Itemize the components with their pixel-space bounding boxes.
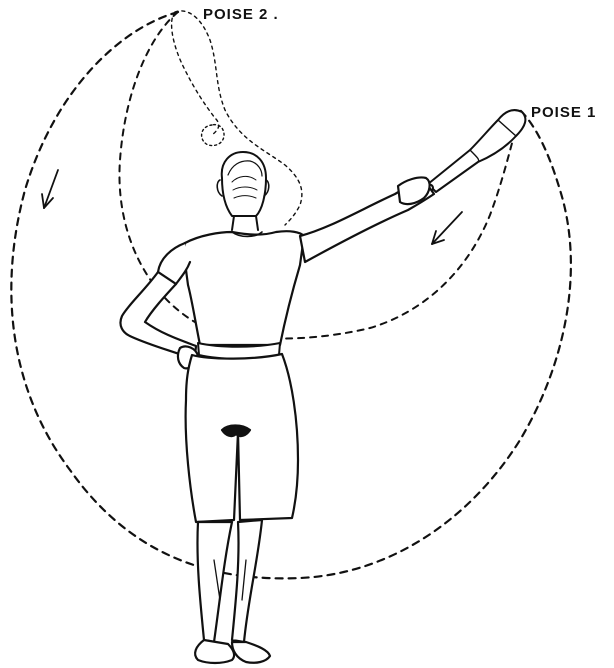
figure-bent-arm	[120, 272, 198, 368]
figure-shorts	[186, 354, 298, 522]
poise-2-label: POISE 2 .	[203, 6, 279, 23]
ghost-club-knob	[202, 125, 224, 146]
indian-club	[423, 110, 525, 192]
figure-torso	[158, 231, 304, 345]
right-arrow-icon	[432, 212, 462, 244]
figure-feet	[195, 640, 270, 663]
figure-raised-arm	[300, 177, 434, 262]
left-arrow-icon	[42, 170, 58, 208]
poise-1-label: POISE 1	[531, 104, 596, 121]
figure-head	[217, 152, 269, 230]
figure-legs	[197, 520, 262, 642]
